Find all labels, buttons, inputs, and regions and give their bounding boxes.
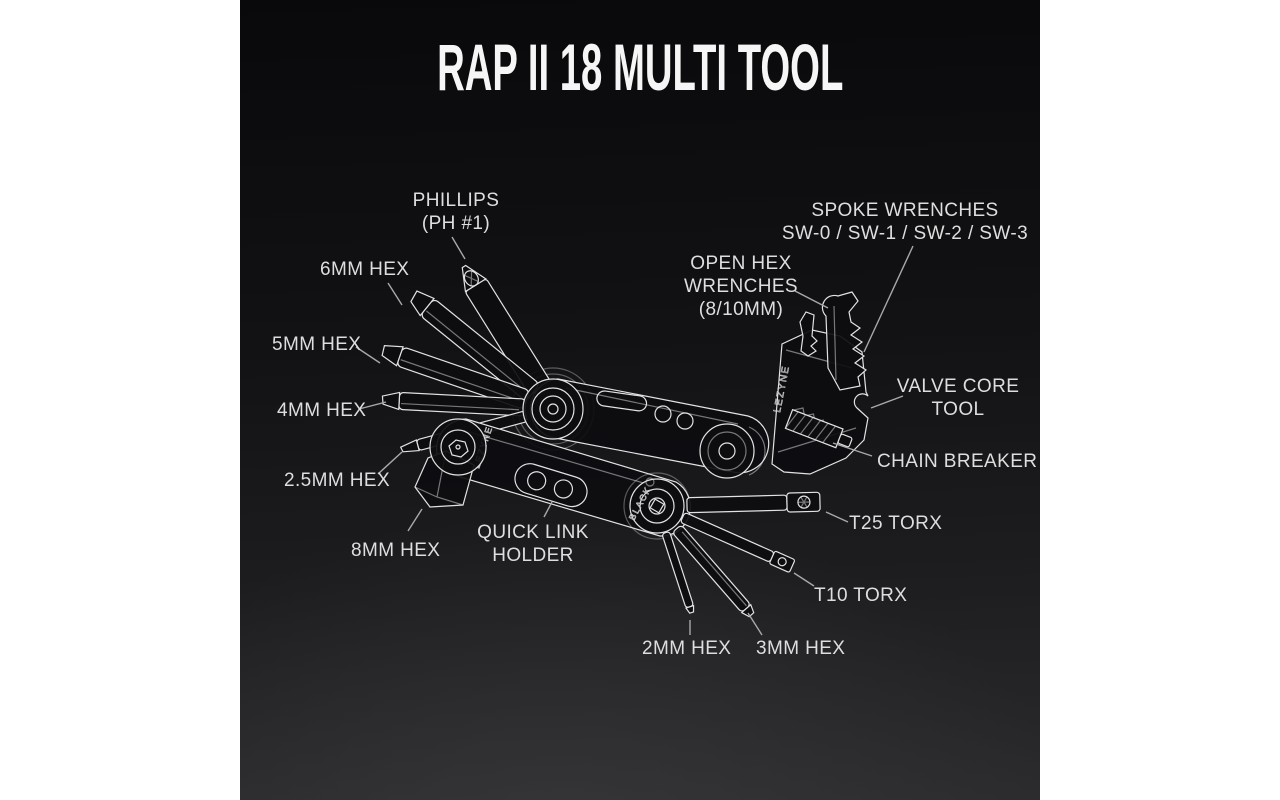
- leader-spoke-wrenches: [863, 245, 914, 353]
- leader-hex-2-5mm: [377, 451, 403, 475]
- callout-line: WRENCHES: [683, 276, 799, 297]
- callout-line: 3MM HEX: [756, 638, 846, 659]
- leader-hex-8mm: [407, 508, 423, 532]
- callout-line: 5MM HEX: [272, 334, 362, 355]
- chain-breaker-assembly: LEZYNE: [771, 291, 869, 475]
- hex-3mm-bit: [673, 525, 755, 618]
- callout-line: CHAIN BREAKER: [877, 451, 1038, 472]
- upper-tool-fan: [381, 264, 551, 453]
- leader-phillips: [451, 236, 466, 260]
- tool-line-art: LEZYNE: [381, 264, 869, 618]
- leader-torx-t10: [793, 572, 815, 587]
- callout-open-hex-wrenches: OPEN HEX WRENCHES (8/10MM): [641, 252, 841, 321]
- callout-quick-link-holder: QUICK LINK HOLDER: [433, 521, 633, 567]
- callout-phillips: PHILLIPS (PH #1): [356, 189, 556, 235]
- lower-pivot-boss: BLACK: [627, 477, 685, 534]
- callout-line: SPOKE WRENCHES: [811, 200, 999, 221]
- callout-line: 4MM HEX: [277, 400, 367, 421]
- callout-line: (8/10MM): [698, 299, 784, 320]
- callout-line: 8MM HEX: [351, 540, 441, 561]
- callout-line: 2MM HEX: [642, 638, 732, 659]
- leader-lines: [355, 236, 914, 636]
- callout-line: SW-0 / SW-1 / SW-2 / SW-3: [781, 223, 1029, 244]
- callout-torx-t10: T10 TORX: [814, 584, 907, 607]
- callout-line: PHILLIPS: [412, 190, 500, 211]
- hex-2mm-bit: [662, 531, 695, 614]
- callout-valve-core-tool: VALVE CORE TOOL: [858, 375, 1058, 421]
- callout-line: 6MM HEX: [320, 259, 410, 280]
- open-hex-wrench-prong: [799, 311, 818, 357]
- leader-quick-link: [543, 501, 553, 518]
- callout-line: T10 TORX: [814, 585, 908, 606]
- callout-torx-t25: T25 TORX: [849, 512, 942, 535]
- hinge-cylinder: [699, 423, 766, 479]
- chain-breaker-screw: [784, 408, 853, 449]
- callout-line: 2.5MM HEX: [284, 470, 391, 491]
- leader-torx-t25: [825, 511, 849, 523]
- callout-hex-5mm: 5MM HEX: [272, 333, 361, 356]
- callout-line: HOLDER: [492, 545, 574, 566]
- left-pivot-boss: [429, 418, 487, 476]
- callout-chain-breaker: CHAIN BREAKER: [877, 450, 1037, 473]
- callout-line: VALVE CORE: [896, 376, 1020, 397]
- callout-spoke-wrenches: SPOKE WRENCHES SW-0 / SW-1 / SW-2 / SW-3: [745, 199, 1065, 245]
- leader-chain-breaker: [832, 442, 873, 457]
- callout-line: T25 TORX: [849, 513, 943, 534]
- callout-hex-4mm: 4MM HEX: [277, 399, 366, 422]
- callout-line: OPEN HEX: [690, 253, 792, 274]
- callout-hex-2mm: 2MM HEX: [642, 637, 731, 660]
- callout-hex-3mm: 3MM HEX: [756, 637, 845, 660]
- torx-t10-bit: [680, 512, 796, 573]
- callout-line: (PH #1): [421, 213, 491, 234]
- callout-hex-2-5mm: 2.5MM HEX: [284, 469, 390, 492]
- callout-line: QUICK LINK: [477, 522, 589, 543]
- upper-pivot-boss: [522, 378, 584, 440]
- diagram-title: RAP II 18 MULTI TOOL: [240, 34, 1040, 100]
- callout-line: TOOL: [931, 399, 985, 420]
- spoke-wrench-head: [821, 291, 867, 391]
- diagram-title-text: RAP II 18 MULTI TOOL: [436, 30, 844, 104]
- leader-open-hex: [794, 290, 829, 309]
- leader-hex-4mm: [358, 401, 387, 410]
- lower-tool-fan: [662, 491, 821, 618]
- leader-hex-3mm: [747, 612, 763, 636]
- torx-t25-bit: [686, 491, 821, 514]
- leader-valve-core: [870, 395, 904, 409]
- leader-hex-5mm: [355, 346, 381, 364]
- quick-link-slot: [514, 463, 588, 508]
- callout-hex-6mm: 6MM HEX: [320, 258, 409, 281]
- leader-hex-6mm: [387, 282, 403, 306]
- callout-hex-8mm: 8MM HEX: [351, 539, 440, 562]
